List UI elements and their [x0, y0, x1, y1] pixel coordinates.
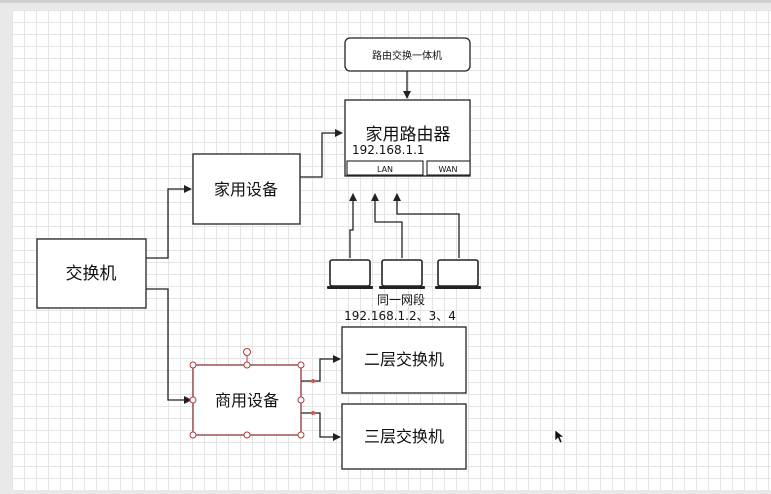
same-segment-label: 同一网段	[377, 292, 425, 307]
commercial-device-label: 商用设备	[215, 391, 279, 410]
edge-commercial-to-l3	[301, 412, 341, 441]
l2-switch-node[interactable]: 二层交换机	[341, 326, 467, 394]
resize-handle[interactable]	[243, 361, 251, 369]
commercial-device-node[interactable]: 商用设备	[192, 364, 302, 436]
l3-switch-label: 三层交换机	[364, 427, 444, 446]
edge-commercial-to-l2	[301, 355, 341, 382]
l2-switch-label: 二层交换机	[364, 350, 444, 369]
edge-switch-to-home-device	[146, 185, 192, 259]
resize-handle[interactable]	[297, 431, 305, 439]
wan-port-label: WAN	[439, 165, 458, 174]
mouse-cursor-icon	[554, 429, 565, 444]
home-router-label: 家用路由器	[366, 125, 451, 145]
resize-handle[interactable]	[243, 431, 251, 439]
resize-handle[interactable]	[189, 361, 197, 369]
edge-laptop3-to-lan	[393, 193, 460, 258]
lan-port[interactable]	[346, 160, 424, 176]
laptop-icon[interactable]	[435, 259, 481, 289]
resize-handle[interactable]	[189, 431, 197, 439]
switch-label: 交换机	[66, 264, 117, 284]
all-in-one-label: 路由交换一体机	[372, 49, 442, 62]
switch-node[interactable]: 交换机	[36, 238, 147, 309]
edge-switch-to-commercial-device	[146, 288, 192, 404]
lan-port-label: LAN	[377, 165, 393, 174]
edge-laptop2-to-lan	[371, 193, 403, 258]
laptop-icon[interactable]	[327, 259, 373, 289]
l3-switch-node[interactable]: 三层交换机	[341, 403, 467, 470]
router-ip-label: 192.168.1.1	[352, 143, 425, 157]
wan-port[interactable]	[426, 160, 471, 176]
home-device-label: 家用设备	[214, 180, 278, 199]
connection-point[interactable]	[311, 411, 315, 415]
resize-handle[interactable]	[297, 396, 305, 404]
window-top-border	[0, 0, 771, 3]
resize-handle[interactable]	[297, 361, 305, 369]
connectors	[146, 71, 460, 441]
home-router-node[interactable]: 家用路由器 192.168.1.1 LAN WAN	[344, 99, 471, 177]
resize-handle[interactable]	[189, 396, 197, 404]
segment-ips-label: 192.168.1.2、3、4	[344, 309, 456, 323]
connection-point[interactable]	[311, 379, 315, 383]
edge-laptop1-to-lan	[349, 193, 357, 258]
laptop-group	[327, 259, 481, 289]
laptop-icon[interactable]	[379, 259, 425, 289]
edge-home-device-to-router	[300, 129, 343, 178]
selection-overlay	[189, 348, 315, 439]
home-device-node[interactable]: 家用设备	[192, 153, 301, 225]
rotate-handle[interactable]	[243, 348, 251, 356]
all-in-one-node[interactable]: 路由交换一体机	[344, 37, 471, 72]
